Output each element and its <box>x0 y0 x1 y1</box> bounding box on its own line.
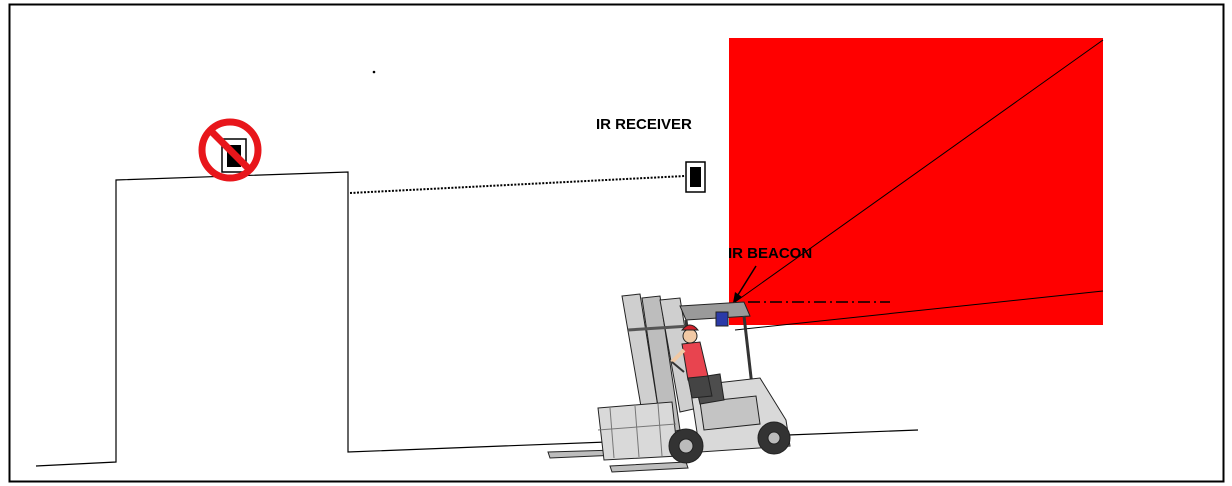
ir-beacon-label: IR BEACON <box>728 245 813 262</box>
beacon-arrow <box>733 265 757 303</box>
forklift-icon <box>547 293 791 473</box>
ir-receiver-icon <box>685 161 706 193</box>
receiver-link-dotted <box>349 175 686 194</box>
no-sign-icon <box>198 118 262 182</box>
beam-line-lower <box>734 290 1104 331</box>
coverage-zone <box>729 38 1104 331</box>
ir-receiver-label: IR RECEIVER <box>596 116 692 133</box>
beam-line-upper <box>734 39 1104 303</box>
frame-border <box>8 3 1225 483</box>
stray-dot <box>372 70 376 74</box>
red-zone <box>729 38 1103 325</box>
